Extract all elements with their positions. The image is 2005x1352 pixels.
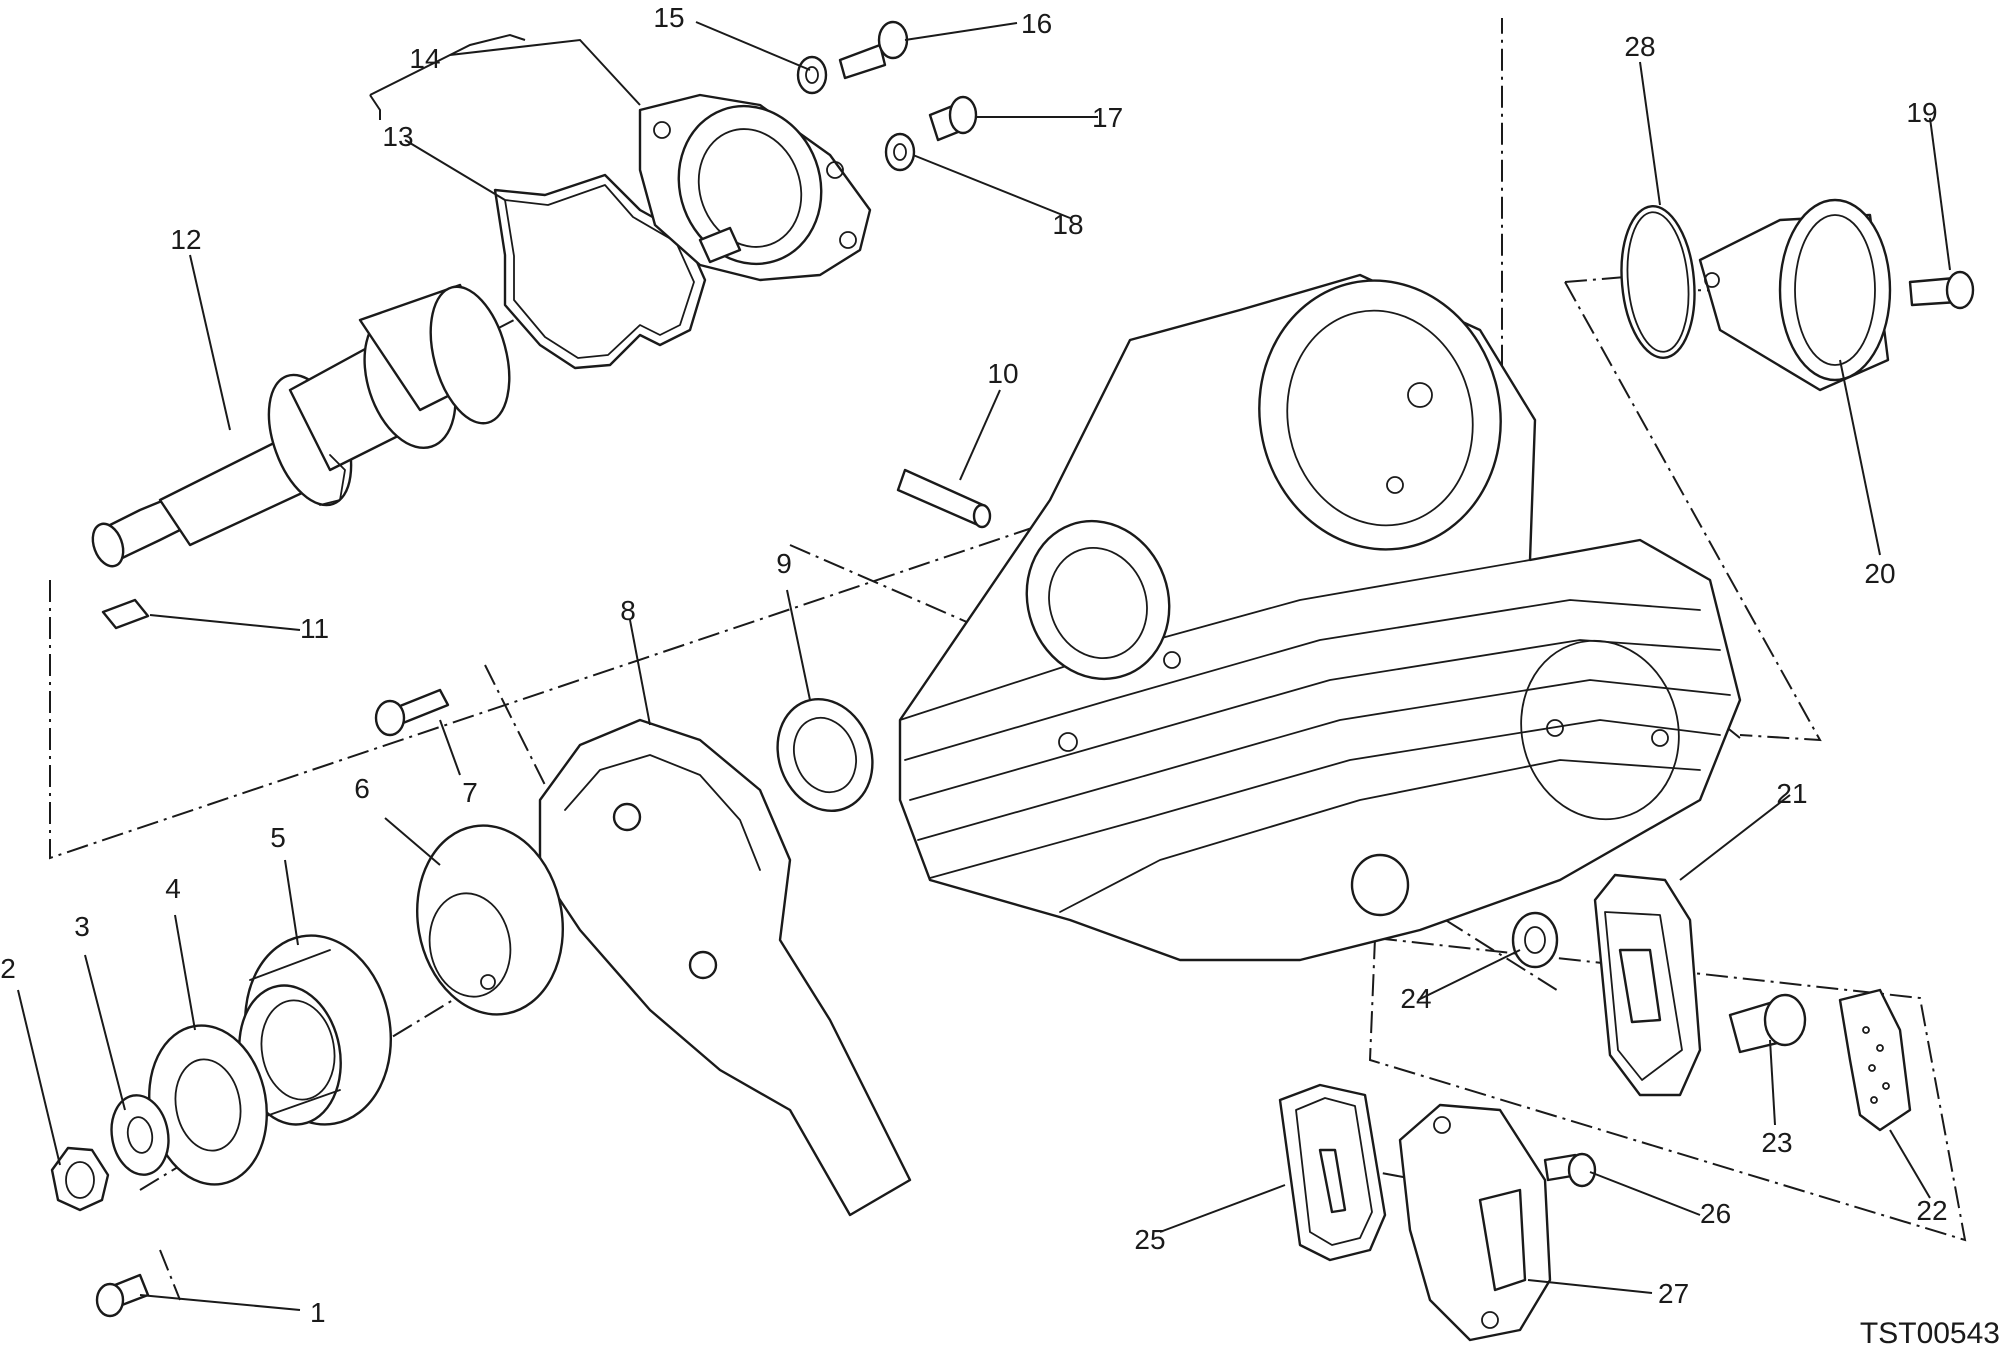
callout-11: 11 [300,613,329,644]
part-16-bolt [838,20,909,80]
part-18-washer [884,132,916,172]
part-19-screw [1908,270,1975,310]
callout-3: 3 [74,911,90,942]
part-6-pulley-flange [416,824,564,1016]
callout-10: 10 [987,358,1018,389]
part-17-plug [928,95,978,142]
callout-27: 27 [1658,1278,1689,1309]
part-21-cover [1593,873,1702,1097]
part-9-seal [776,697,874,813]
part-24-washer [1511,911,1559,969]
leader-lines [17,21,1951,1311]
part-10-stud [896,468,992,529]
callout-21: 21 [1776,778,1807,809]
callout-24: 24 [1400,983,1431,1014]
callout-28: 28 [1624,31,1655,62]
part-25-gasket [1278,1083,1387,1262]
part-11-key [101,598,150,630]
callout-6: 6 [354,773,370,804]
callout-20: 20 [1864,558,1895,589]
callout-16: 16 [1021,8,1052,39]
part-8-belt-cover [538,718,912,1217]
part-14-cover [638,93,872,282]
callout-8: 8 [620,595,636,626]
callout-22: 22 [1916,1195,1947,1226]
part-13-gasket [493,173,707,370]
part-3-washer [110,1094,170,1176]
cylinder-head [898,273,1742,962]
part-27-cover [1398,1103,1552,1342]
part-26-screw [1543,1152,1597,1188]
part-28-o-ring [1620,205,1696,359]
part-15-washer [796,55,828,95]
callout-25: 25 [1134,1224,1165,1255]
callout-9: 9 [776,548,792,579]
part-2-nut [50,1146,110,1212]
callout-15: 15 [653,2,684,33]
callout-17: 17 [1092,102,1123,133]
callout-26: 26 [1700,1198,1731,1229]
callout-12: 12 [170,224,201,255]
callout-2: 2 [0,953,16,984]
diagram-reference-code: TST00543 [1860,1317,2000,1350]
callout-1: 1 [310,1297,326,1328]
callout-23: 23 [1761,1127,1792,1158]
callout-4: 4 [165,873,181,904]
callout-5: 5 [270,822,286,853]
callout-19: 19 [1906,97,1937,128]
callout-13: 13 [382,121,413,152]
part-20-flange [1698,198,1892,392]
callout-14: 14 [409,43,440,74]
callout-18: 18 [1052,209,1083,240]
callout-7: 7 [462,777,478,808]
part-23-plug [1728,993,1807,1054]
callout-labels: 1 2 3 4 5 6 7 8 9 10 11 12 13 14 15 16 1… [0,2,1947,1328]
part-22-filter [1838,988,1912,1132]
part-7-bolt [374,688,450,737]
part-12-camshaft [91,283,511,568]
